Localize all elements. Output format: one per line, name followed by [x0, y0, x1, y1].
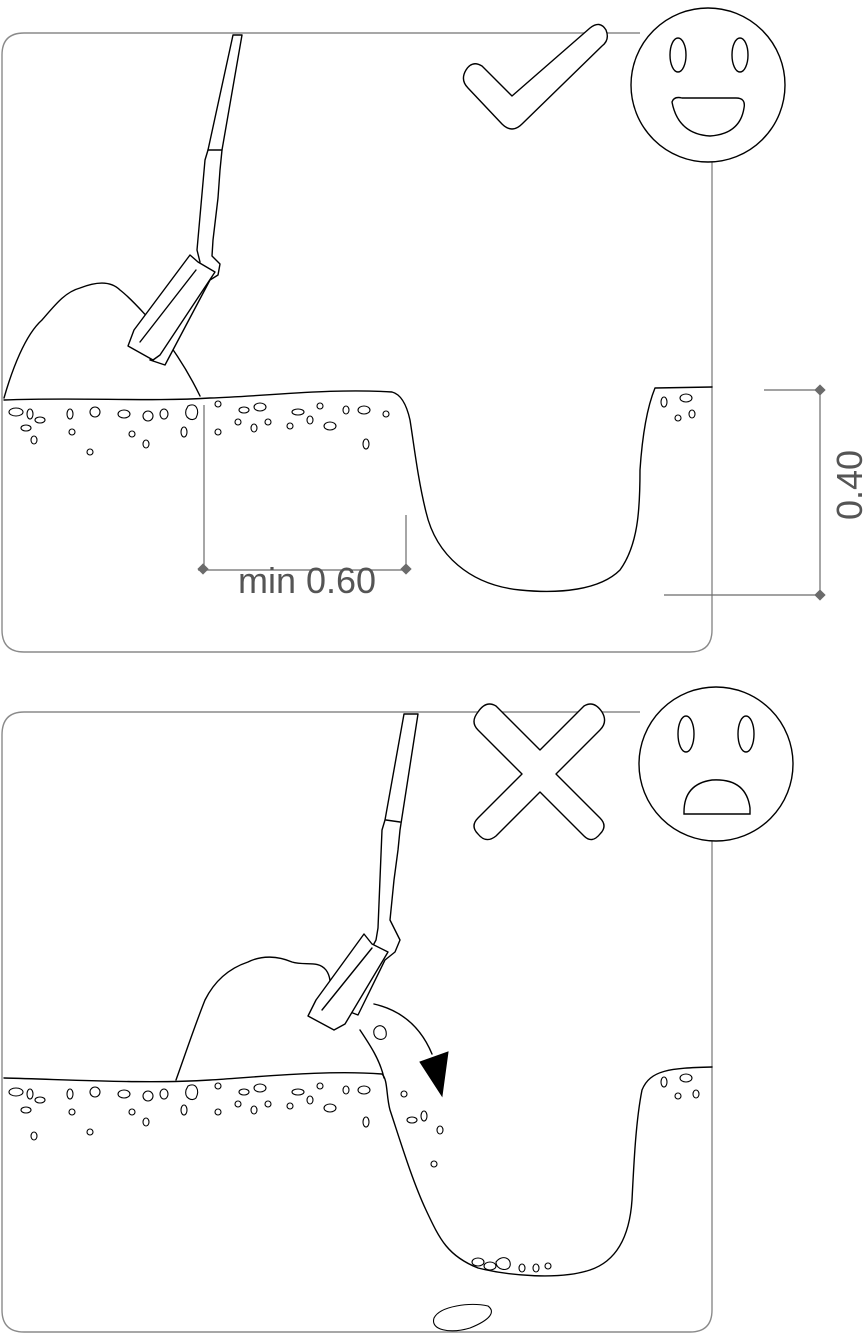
shovel	[308, 714, 418, 1030]
soil-pebbles	[9, 394, 695, 455]
depth-dimension-label: 0.40	[829, 450, 864, 520]
spoil-heap	[176, 957, 332, 1080]
incorrect-panel	[2, 687, 793, 1332]
width-dimension-label: min 0.60	[238, 560, 376, 601]
trench-profile	[4, 1067, 712, 1276]
soil-pebbles	[9, 1026, 699, 1331]
width-dimension: min 0.60	[197, 405, 411, 601]
sad-face-icon	[639, 687, 793, 841]
correct-panel: min 0.60 0.40	[2, 8, 864, 652]
shovel	[128, 35, 242, 365]
check-mark-icon	[463, 24, 607, 129]
arrow-head-icon	[420, 1052, 448, 1096]
smiling-face-icon	[631, 8, 785, 162]
incorrect-panel-frame	[2, 712, 712, 1332]
cross-mark-icon	[474, 704, 605, 840]
